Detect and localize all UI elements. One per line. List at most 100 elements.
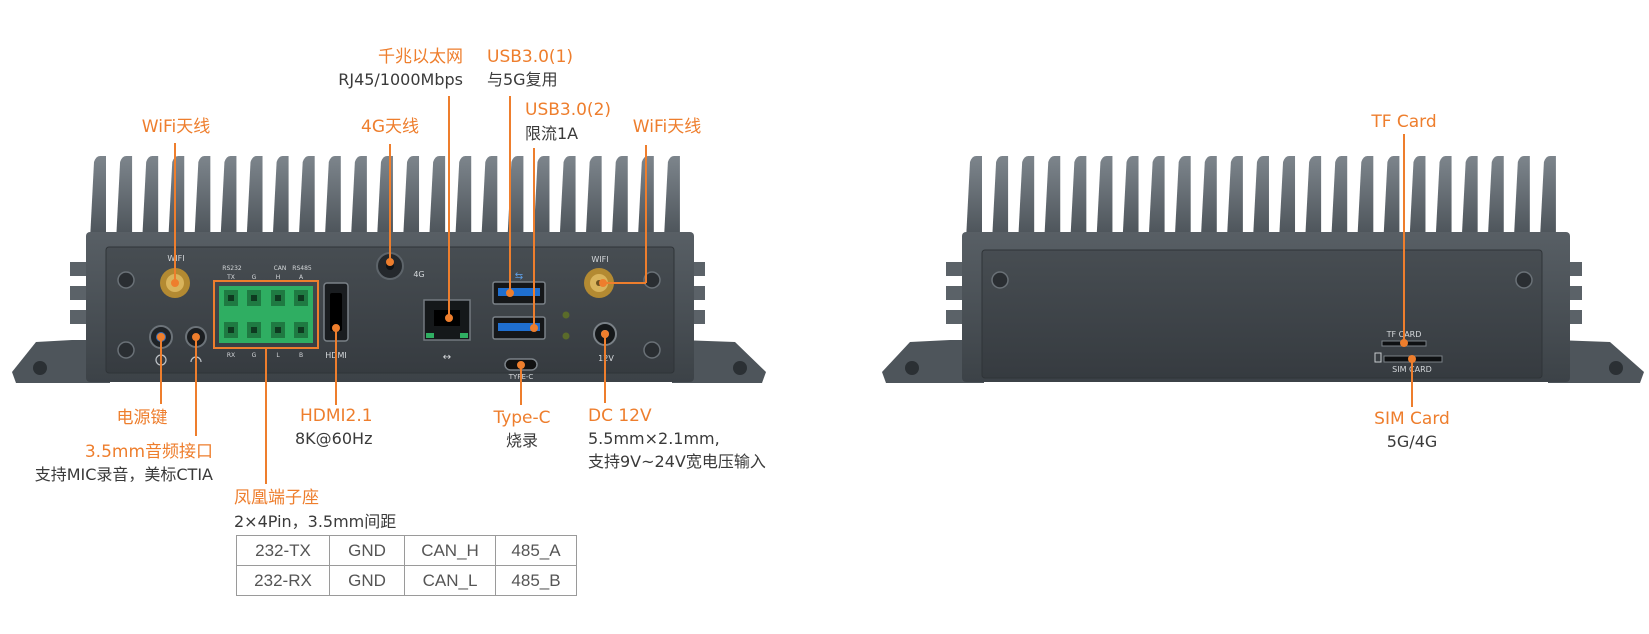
pin-table: 232-TX GND CAN_H 485_A 232-RX GND CAN_L …: [236, 535, 577, 596]
tf-card-label: TF Card: [1371, 112, 1437, 132]
heatsink-fin: [116, 156, 133, 240]
terminal-sub: 2×4Pin，3.5mm间距: [234, 512, 397, 531]
front-screws: [117, 271, 661, 359]
heatsink-fin: [1487, 156, 1504, 240]
wifi-left-label: WiFi天线: [141, 117, 211, 137]
mark-4g: 4G: [413, 270, 424, 279]
heatsink-fin: [350, 156, 367, 240]
heatsink-fin: [324, 156, 341, 240]
heatsink-fin: [220, 156, 237, 240]
heatsink-fin: [1435, 156, 1452, 240]
mark-12v: 12V: [598, 354, 614, 363]
heatsink-fin: [663, 156, 680, 240]
heatsink-fin: [272, 156, 289, 240]
power-label: 电源键: [116, 408, 168, 428]
heatsink-fin: [1461, 156, 1478, 240]
heatsink-fin: [298, 156, 315, 240]
table-cell: 485_A: [495, 535, 577, 566]
sim-card-label: SIM Card: [1374, 409, 1450, 429]
table-cell: GND: [329, 565, 405, 596]
terminal-label: 凤凰端子座: [234, 488, 319, 508]
heatsink-fin: [1539, 156, 1556, 240]
back-screws: [991, 271, 1533, 289]
table-row: 232-TX GND CAN_H 485_A: [236, 535, 577, 566]
heatsink-fin: [533, 156, 550, 240]
back-panel: [981, 249, 1543, 379]
table-cell: CAN_L: [404, 565, 496, 596]
heatsink-fin: [194, 156, 211, 240]
heatsink-fin: [168, 156, 185, 240]
ethernet-label: 千兆以太网: [378, 47, 463, 67]
table-cell: 232-TX: [236, 535, 330, 566]
heatsink-fin: [1226, 156, 1243, 240]
terminal-pin-hole: [298, 327, 304, 333]
terminal-pin-hole: [228, 327, 234, 333]
table-row: 232-RX GND CAN_L 485_B: [236, 565, 577, 596]
usb-ports-shape: [492, 281, 546, 340]
mark-a: A: [299, 274, 304, 281]
heatsink-fin: [1279, 156, 1296, 240]
heatsink-fin: [611, 156, 628, 240]
audio-sub: 支持MIC录音，美标CTIA: [34, 465, 213, 484]
table-cell: CAN_H: [404, 535, 496, 566]
dc-sub-1: 5.5mm×2.1mm,: [588, 429, 720, 448]
heatsink-fin: [90, 156, 106, 240]
hdmi-label: HDMI2.1: [300, 406, 373, 426]
heatsink-fin: [403, 156, 420, 240]
back-device: TF CARD SIM CARD: [882, 156, 1644, 383]
terminal-pin-hole: [275, 327, 281, 333]
heatsink-fin: [1070, 156, 1087, 240]
heatsink-fin: [1383, 156, 1400, 240]
heatsink-fin: [507, 156, 524, 240]
usb1-sub: 与5G复用: [487, 70, 558, 89]
heatsink-fin: [966, 156, 982, 240]
mark-h: H: [276, 274, 281, 281]
mark-tx: TX: [226, 274, 235, 281]
heatsink-fin: [1409, 156, 1426, 240]
heatsink-fin: [429, 156, 446, 240]
dc-label: DC 12V: [588, 406, 652, 426]
heatsink-fin: [1200, 156, 1217, 240]
sim-icon: [1374, 352, 1382, 363]
mark-rs485: RS485: [292, 265, 312, 272]
mark-b: B: [299, 352, 303, 359]
usb1-label: USB3.0(1): [487, 47, 574, 67]
terminal-pin-hole: [275, 295, 281, 301]
heatsink-fin: [992, 156, 1009, 240]
table-cell: 485_B: [495, 565, 577, 596]
heatsink-fin: [246, 156, 263, 240]
heatsink-fin: [1357, 156, 1374, 240]
front-device: WIFI RS232 TX G CAN H RS485 A RX G L B H…: [12, 156, 766, 383]
usb2-label: USB3.0(2): [525, 100, 612, 120]
mark-usb: ⇆: [515, 271, 523, 282]
usb2-sub: 限流1A: [525, 124, 579, 143]
mark-l: L: [276, 352, 280, 359]
heatsink-fin: [455, 156, 472, 240]
terminal-pin-hole: [298, 295, 304, 301]
front-heatsink-fins: [90, 156, 680, 240]
mark-g2: G: [252, 352, 257, 359]
wifi-right-label: WiFi天线: [632, 117, 702, 137]
heatsink-fin: [1096, 156, 1113, 240]
led-1: [562, 311, 570, 319]
audio-label: 3.5mm音频接口: [84, 442, 213, 462]
mark-rs232: RS232: [222, 265, 242, 272]
mark-wifi-right: WIFI: [591, 255, 608, 264]
heatsink-fin: [1252, 156, 1269, 240]
four-g-label: 4G天线: [361, 117, 419, 137]
table-cell: 232-RX: [236, 565, 330, 596]
ethernet-sub: RJ45/1000Mbps: [338, 70, 463, 89]
heatsink-fin: [376, 156, 393, 240]
heatsink-fin: [1122, 156, 1139, 240]
heatsink-fin: [585, 156, 602, 240]
mark-g1: G: [252, 274, 257, 281]
heatsink-fin: [1513, 156, 1530, 240]
dc-sub-2: 支持9V~24V宽电压输入: [588, 452, 766, 471]
sim-card-sub: 5G/4G: [1386, 432, 1438, 451]
terminal-pin-hole: [228, 295, 234, 301]
heatsink-fin: [1331, 156, 1348, 240]
heatsink-fin: [142, 156, 159, 240]
heatsink-fin: [1305, 156, 1322, 240]
type-c-sub: 烧录: [505, 431, 539, 450]
